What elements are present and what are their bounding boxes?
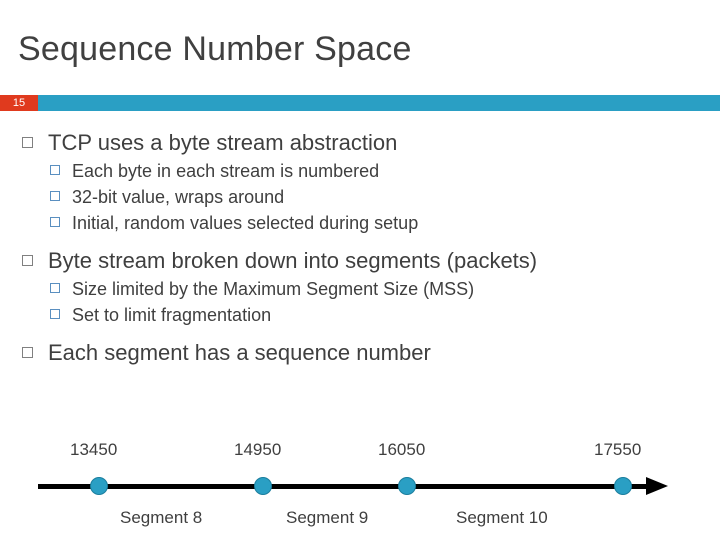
bullet-level2-text: 32-bit value, wraps around xyxy=(72,187,285,207)
title-rule xyxy=(38,95,720,111)
timeline-marker-dot xyxy=(398,477,416,495)
timeline-number: 17550 xyxy=(594,440,642,459)
bullet-level2-text: Each byte in each stream is numbered xyxy=(72,161,380,181)
square-bullet-icon xyxy=(22,347,33,358)
bullet-level1: TCP uses a byte stream abstraction xyxy=(0,128,720,158)
arrow-right-icon xyxy=(646,477,668,495)
square-bullet-icon xyxy=(22,137,33,148)
square-sub-bullet-icon xyxy=(50,191,60,201)
timeline-marker-dot xyxy=(90,477,108,495)
timeline-segment-label: Segment 9 xyxy=(286,508,369,527)
timeline-segment-label: Segment 8 xyxy=(120,508,203,527)
slide-number: 15 xyxy=(0,95,38,111)
square-sub-bullet-icon xyxy=(50,283,60,293)
timeline-numbers: 13450 14950 16050 17550 xyxy=(0,440,720,466)
bullet-level1-text: Each segment has a sequence number xyxy=(48,340,431,365)
square-sub-bullet-icon xyxy=(50,217,60,227)
square-sub-bullet-icon xyxy=(50,309,60,319)
bullet-level2-text: Set to limit fragmentation xyxy=(72,305,272,325)
square-sub-bullet-icon xyxy=(50,165,60,175)
timeline-number: 16050 xyxy=(378,440,426,459)
bullet-level2-text: Initial, random values selected during s… xyxy=(72,213,419,233)
timeline-marker-dot xyxy=(254,477,272,495)
bullet-level2: 32-bit value, wraps around xyxy=(0,184,720,210)
timeline-marker-dot xyxy=(614,477,632,495)
bullet-level2: Each byte in each stream is numbered xyxy=(0,158,720,184)
timeline-segment-label: Segment 10 xyxy=(456,508,548,527)
timeline-number: 13450 xyxy=(70,440,118,459)
bullet-level2: Set to limit fragmentation xyxy=(0,302,720,328)
page-title: Sequence Number Space xyxy=(18,30,412,68)
bullet-level1-text: TCP uses a byte stream abstraction xyxy=(48,130,398,155)
bullet-level2: Size limited by the Maximum Segment Size… xyxy=(0,276,720,302)
timeline-axis xyxy=(38,477,668,495)
timeline-line xyxy=(38,484,650,489)
bullet-level1: Byte stream broken down into segments (p… xyxy=(0,246,720,276)
square-bullet-icon xyxy=(22,255,33,266)
slide-number-bar: 15 xyxy=(0,95,720,111)
bullet-level2: Initial, random values selected during s… xyxy=(0,210,720,236)
timeline-number: 14950 xyxy=(234,440,282,459)
bullet-level1: Each segment has a sequence number xyxy=(0,338,720,368)
bullet-level1-text: Byte stream broken down into segments (p… xyxy=(48,248,538,273)
bullet-level2-text: Size limited by the Maximum Segment Size… xyxy=(72,279,475,299)
sequence-number-timeline: 13450 14950 16050 17550 Segment 8 Segmen… xyxy=(0,440,720,540)
slide-content: TCP uses a byte stream abstraction Each … xyxy=(0,118,720,368)
